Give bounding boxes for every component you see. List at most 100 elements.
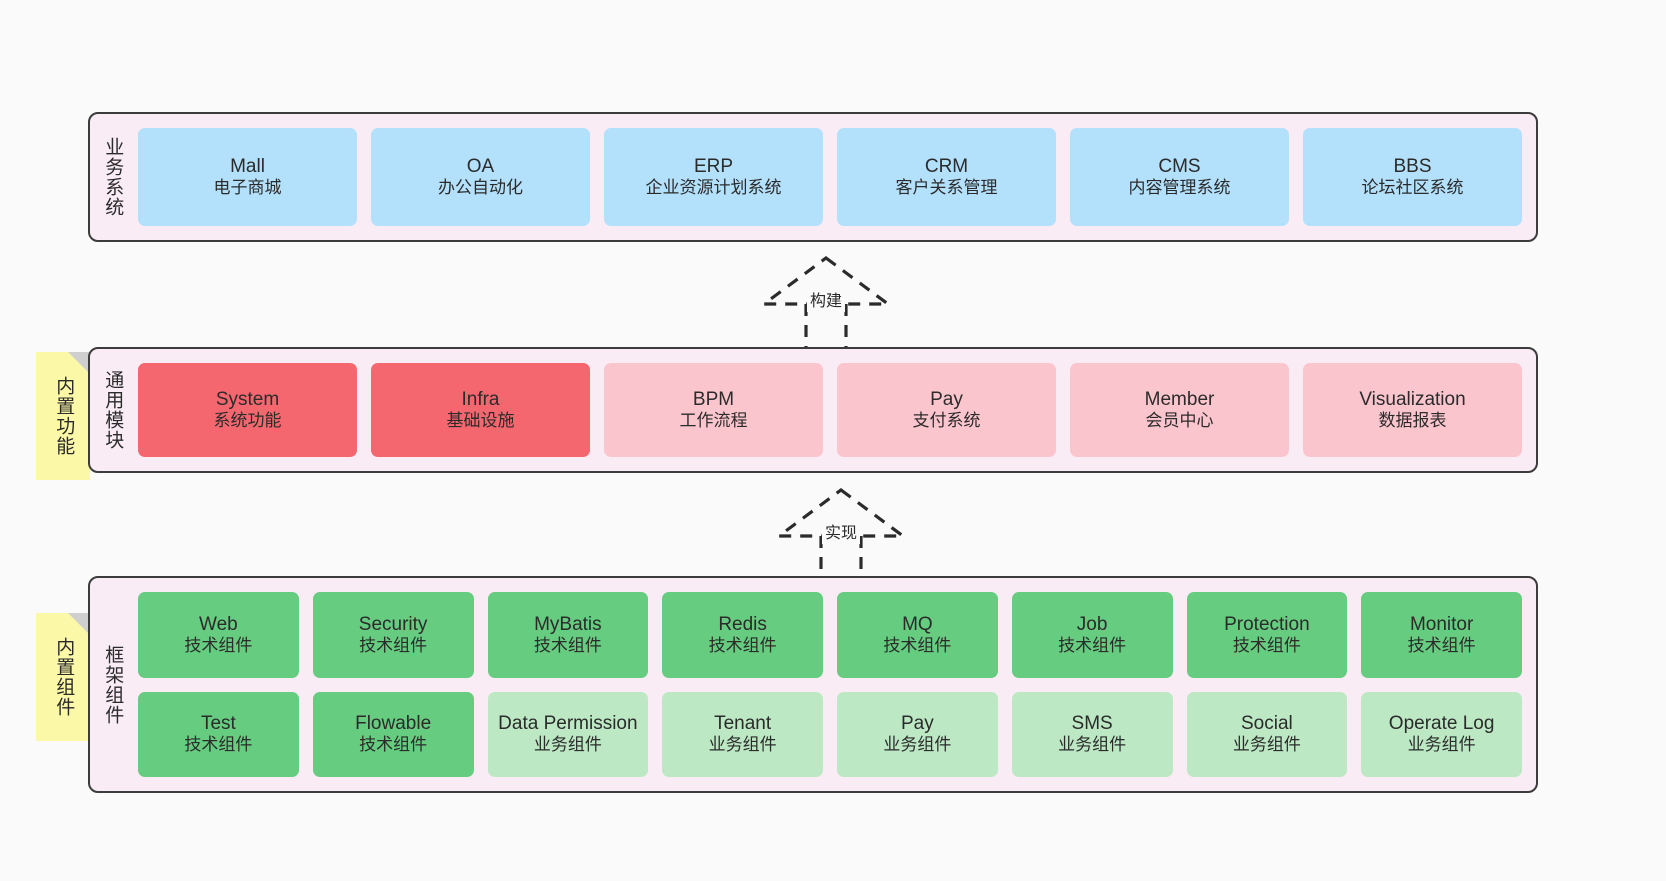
layer-common-modules-body: System 系统功能 Infra 基础设施 BPM 工作流程 Pay 支付系统… [134,349,1536,471]
node-title: Pay [901,713,934,735]
node-title: Member [1144,389,1215,411]
node-title: Test [200,713,236,735]
node-operate-log[interactable]: Operate Log 业务组件 [1361,691,1522,777]
connector-implement-label: 实现 [821,518,861,544]
sticky-note-builtin-component: 内置组件 [36,613,90,741]
node-subtitle: 会员中心 [1145,411,1214,431]
framework-tech-row: Web 技术组件 Security 技术组件 MyBatis 技术组件 Redi… [138,592,1522,678]
node-redis[interactable]: Redis 技术组件 [662,592,823,678]
node-subtitle: 客户关系管理 [895,178,998,198]
node-title: BPM [692,389,735,411]
node-visualization[interactable]: Visualization 数据报表 [1303,363,1522,457]
node-title: Monitor [1409,613,1474,635]
node-title: SMS [1071,713,1113,735]
node-cms[interactable]: CMS 内容管理系统 [1070,128,1289,226]
node-title: Social [1241,713,1293,735]
node-subtitle: 业务组件 [1232,735,1301,755]
node-test[interactable]: Test 技术组件 [138,691,299,777]
node-subtitle: 技术组件 [359,635,428,655]
node-tenant[interactable]: Tenant 业务组件 [662,691,823,777]
node-subtitle: 技术组件 [1058,635,1127,655]
node-mq[interactable]: MQ 技术组件 [837,592,998,678]
node-title: Mall [230,156,265,178]
node-title: System [215,389,280,411]
node-title: Redis [718,613,767,635]
layer-framework-components-body: Web 技术组件 Security 技术组件 MyBatis 技术组件 Redi… [134,578,1536,791]
node-infra[interactable]: Infra 基础设施 [371,363,590,457]
node-mybatis[interactable]: MyBatis 技术组件 [487,592,649,678]
node-subtitle: 技术组件 [184,735,253,755]
node-title: Infra [461,389,500,411]
node-subtitle: 内容管理系统 [1128,178,1231,198]
node-subtitle: 基础设施 [446,411,515,431]
node-data-permission[interactable]: Data Permission 业务组件 [487,691,649,777]
layer-common-modules[interactable]: 通用模块 System 系统功能 Infra 基础设施 BPM 工作流程 Pay [88,347,1538,473]
node-protection[interactable]: Protection 技术组件 [1186,592,1348,678]
node-monitor[interactable]: Monitor 技术组件 [1361,592,1522,678]
node-subtitle: 业务组件 [1058,735,1127,755]
node-subtitle: 系统功能 [213,411,282,431]
node-member[interactable]: Member 会员中心 [1070,363,1289,457]
node-subtitle: 技术组件 [1232,635,1301,655]
node-oa[interactable]: OA 办公自动化 [371,128,590,226]
sticky-fold-corner-icon [68,352,90,374]
node-bpm[interactable]: BPM 工作流程 [604,363,823,457]
node-pay-module[interactable]: Pay 支付系统 [837,363,1056,457]
node-title: Web [199,613,238,635]
node-subtitle: 业务组件 [883,735,952,755]
node-title: ERP [693,156,734,178]
node-subtitle: 业务组件 [1407,735,1476,755]
layer-framework-components-label: 框架组件 [102,644,124,725]
node-title: BBS [1393,156,1432,178]
framework-business-row: Test 技术组件 Flowable 技术组件 Data Permission … [138,691,1522,777]
layer-business-system-label: 业务系统 [102,137,124,217]
node-subtitle: 数据报表 [1378,411,1447,431]
node-sms[interactable]: SMS 业务组件 [1011,691,1173,777]
node-title: Security [358,613,428,635]
node-job[interactable]: Job 技术组件 [1011,592,1173,678]
layer-common-modules-label: 通用模块 [102,370,124,450]
node-title: Job [1076,613,1108,635]
layer-business-system[interactable]: 业务系统 Mall 电子商城 OA 办公自动化 ERP 企业资源计划系统 CRM [88,112,1538,242]
node-subtitle: 技术组件 [359,735,428,755]
node-subtitle: 电子商城 [213,178,282,198]
node-crm[interactable]: CRM 客户关系管理 [837,128,1056,226]
connector-implement: 实现 [766,484,916,580]
node-bbs[interactable]: BBS 论坛社区系统 [1303,128,1522,226]
node-title: Tenant [714,713,772,735]
sticky-note-label: 内置功能 [53,376,75,456]
node-title: Flowable [355,713,432,735]
sticky-fold-corner-icon [68,613,90,635]
node-erp[interactable]: ERP 企业资源计划系统 [604,128,823,226]
node-subtitle: 办公自动化 [438,178,523,198]
node-title: Data Permission [498,713,638,735]
node-title: CRM [924,156,969,178]
node-subtitle: 业务组件 [533,735,602,755]
node-subtitle: 技术组件 [533,635,602,655]
node-title: Pay [930,389,963,411]
node-title: Protection [1224,613,1310,635]
node-system[interactable]: System 系统功能 [138,363,357,457]
connector-build: 构建 [751,252,901,348]
node-title: MyBatis [534,613,602,635]
node-pay-component[interactable]: Pay 业务组件 [837,691,998,777]
node-web[interactable]: Web 技术组件 [138,592,299,678]
modules-node-row: System 系统功能 Infra 基础设施 BPM 工作流程 Pay 支付系统… [138,363,1522,457]
layer-framework-components[interactable]: 框架组件 Web 技术组件 Security 技术组件 MyBatis 技术组件… [88,576,1538,793]
node-subtitle: 技术组件 [883,635,952,655]
node-mall[interactable]: Mall 电子商城 [138,128,357,226]
node-security[interactable]: Security 技术组件 [312,592,474,678]
business-node-row: Mall 电子商城 OA 办公自动化 ERP 企业资源计划系统 CRM 客户关系… [138,128,1522,226]
node-title: Operate Log [1388,713,1495,735]
node-flowable[interactable]: Flowable 技术组件 [312,691,474,777]
node-social[interactable]: Social 业务组件 [1186,691,1348,777]
layer-business-system-body: Mall 电子商城 OA 办公自动化 ERP 企业资源计划系统 CRM 客户关系… [134,114,1536,240]
connector-implement-arrow [774,488,908,580]
node-subtitle: 技术组件 [708,635,777,655]
node-subtitle: 技术组件 [184,635,253,655]
node-title: MQ [902,613,933,635]
node-subtitle: 技术组件 [1407,635,1476,655]
node-title: Visualization [1359,389,1466,411]
node-title: OA [466,156,495,178]
